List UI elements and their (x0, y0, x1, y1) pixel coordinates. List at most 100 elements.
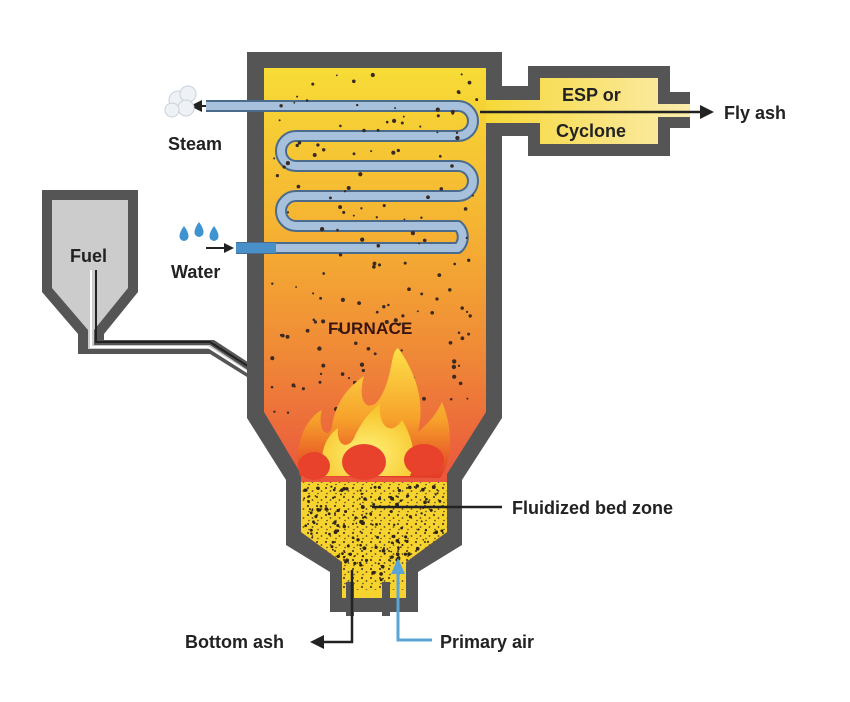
bed-particle (354, 517, 357, 520)
soot-particle (416, 310, 419, 313)
soot-particle (385, 120, 389, 124)
soot-particle (279, 104, 283, 108)
bed-particle (314, 515, 318, 519)
soot-particle (455, 135, 460, 141)
soot-particle (311, 82, 315, 86)
bed-particle (310, 532, 313, 535)
soot-particle (450, 164, 454, 168)
bed-particle (395, 495, 398, 498)
bed-particle (344, 560, 347, 564)
bed-particle (401, 543, 404, 547)
steam-cloud-icon (164, 85, 197, 118)
bed-particles (303, 484, 444, 582)
bed-particle (415, 484, 419, 488)
soot-particle (370, 150, 373, 153)
soot-particle (400, 121, 404, 125)
bed-particle (408, 515, 412, 519)
soot-particle (297, 141, 302, 145)
soot-particle (438, 154, 442, 158)
bed-particle (400, 546, 402, 549)
bed-particle (309, 511, 313, 515)
bed-particle (363, 515, 367, 519)
soot-particle (467, 258, 471, 262)
soot-particle (398, 322, 402, 326)
soot-particle (339, 124, 342, 128)
soot-particle (270, 356, 275, 361)
bed-particle (434, 530, 439, 534)
soot-particle (375, 310, 379, 314)
bed-particle (311, 536, 314, 539)
bed-particle (431, 485, 436, 490)
bed-particle (397, 488, 402, 493)
soot-particle (407, 287, 411, 292)
primary-air-arrow (391, 558, 432, 642)
bed-particle (364, 558, 369, 562)
bed-particle (377, 497, 381, 501)
bed-particle (392, 534, 396, 539)
soot-particle (458, 381, 463, 386)
bed-particle (400, 526, 403, 530)
bed-particle (392, 523, 396, 527)
soot-particle (321, 363, 326, 368)
soot-particle (286, 411, 290, 414)
bed-particle (397, 546, 400, 549)
bed-particle (369, 512, 373, 516)
bed-particle (436, 488, 439, 491)
bed-particle (332, 496, 335, 499)
water-inlet-arrow (206, 243, 234, 253)
bed-particle (342, 524, 347, 529)
soot-particle (357, 301, 362, 306)
soot-particle (451, 112, 455, 115)
bed-particle (424, 528, 428, 532)
soot-particle (295, 286, 298, 288)
bed-particle (333, 520, 337, 524)
bed-particle (359, 530, 362, 533)
bed-particle (371, 571, 375, 575)
bed-particle (316, 486, 320, 491)
soot-particle (393, 318, 398, 323)
soot-particle (322, 272, 326, 275)
soot-particle (273, 157, 276, 160)
soot-particle (352, 152, 356, 156)
bed-particle (434, 493, 437, 496)
soot-particle (343, 190, 347, 193)
bed-particle (425, 497, 428, 501)
soot-particle (422, 396, 426, 401)
soot-particle (453, 262, 457, 266)
soot-particle (403, 218, 406, 221)
soot-particle (282, 165, 286, 169)
soot-particle (305, 99, 309, 102)
soot-particle (291, 383, 296, 388)
soot-particle (403, 261, 407, 265)
soot-particle (354, 341, 358, 346)
bed-particle (304, 524, 308, 527)
soot-particle (338, 253, 343, 257)
soot-particle (340, 297, 345, 302)
soot-particle (401, 314, 405, 318)
soot-particle (382, 304, 386, 309)
furnace-label: FURNACE (328, 319, 413, 338)
bed-particle (328, 532, 331, 536)
bed-particle (312, 520, 315, 524)
bed-particle (382, 547, 385, 550)
soot-particle (293, 101, 296, 104)
soot-particle (422, 238, 427, 243)
bed-particle (429, 508, 433, 512)
bed-particle (330, 485, 333, 488)
soot-particle (317, 346, 322, 351)
soot-particle (437, 273, 442, 277)
soot-particle (372, 261, 377, 266)
soot-particle (418, 242, 421, 245)
bed-particle (351, 536, 355, 539)
soot-particle (340, 372, 345, 376)
bed-particle (375, 523, 378, 526)
soot-particle (465, 236, 468, 240)
bed-particle (359, 547, 362, 550)
water-drops-icon (179, 222, 219, 241)
bed-particle (372, 503, 376, 506)
soot-particle (448, 288, 452, 292)
bed-particle (333, 530, 338, 534)
bed-particle (389, 495, 393, 499)
soot-particle (362, 128, 366, 133)
soot-particle (305, 328, 310, 333)
